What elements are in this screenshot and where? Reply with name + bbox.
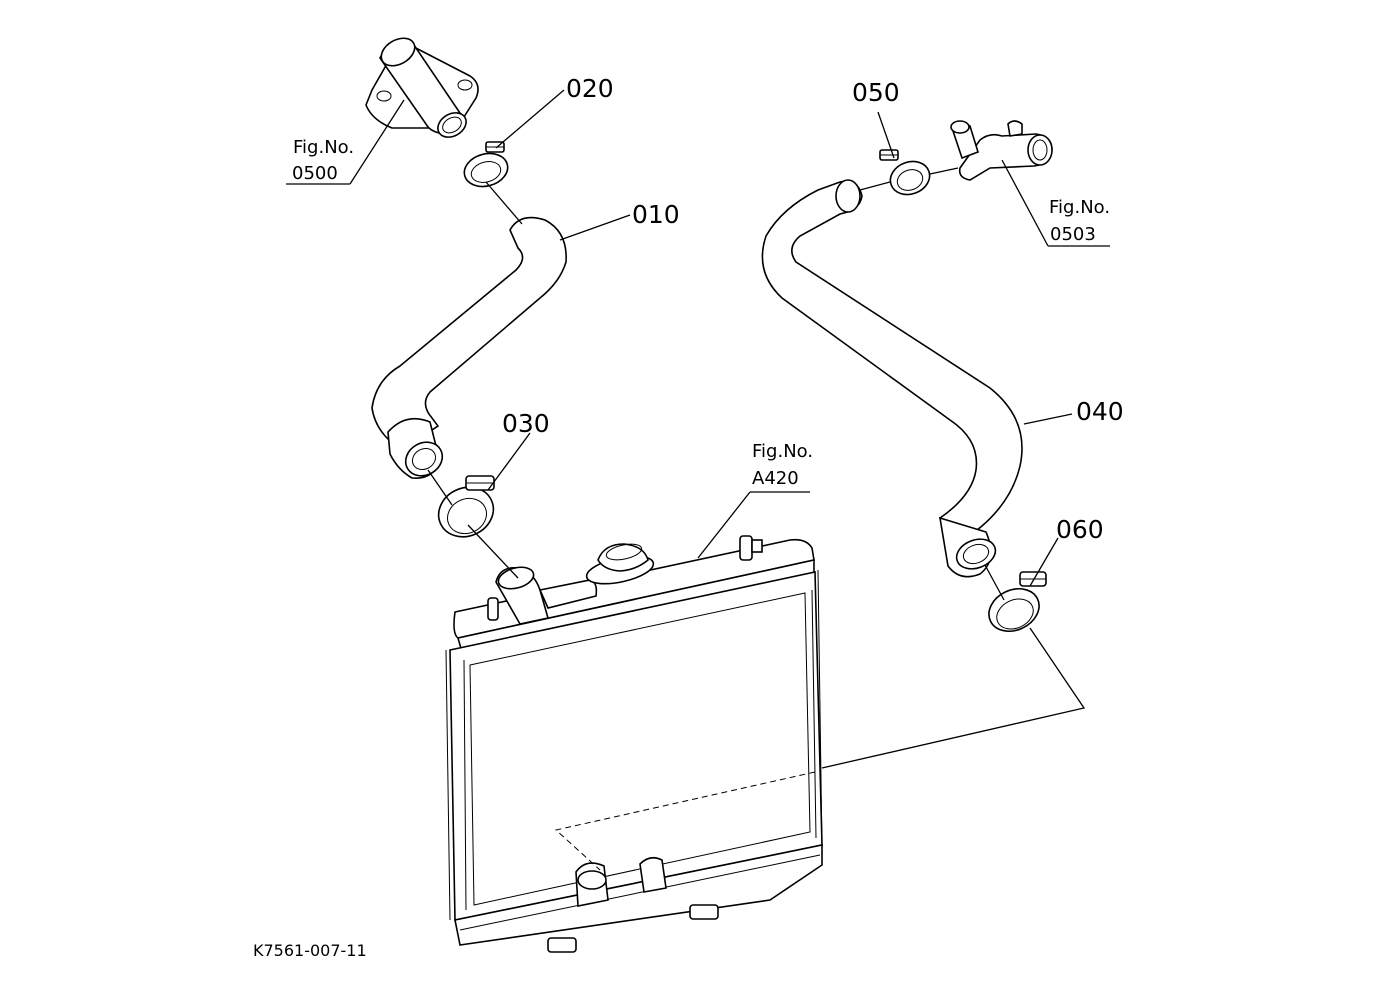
callout-040: 040 xyxy=(1076,397,1124,426)
lower-radiator-hose-040 xyxy=(761,179,1023,578)
fig-ref-A420-label: Fig.No. xyxy=(752,441,813,462)
thermostat-housing xyxy=(365,37,479,138)
hose-clamp-060 xyxy=(988,571,1047,632)
hose-clamp-050 xyxy=(879,149,931,196)
callout-060: 060 xyxy=(1056,515,1104,544)
hose-clamp-030 xyxy=(437,475,495,538)
fig-ref-0503-number: 0503 xyxy=(1050,224,1096,245)
callout-030: 030 xyxy=(502,409,550,438)
fig-ref-A420-number: A420 xyxy=(752,468,799,489)
leader-lines xyxy=(286,89,1110,587)
radiator xyxy=(445,535,823,953)
callout-020: 020 xyxy=(566,74,614,103)
callout-050: 050 xyxy=(852,78,900,107)
diagram-code: K7561-007-11 xyxy=(253,941,367,960)
fig-ref-0500-label: Fig.No. xyxy=(293,137,354,158)
assembly-centerlines xyxy=(427,167,1086,871)
fig-ref-0503-label: Fig.No. xyxy=(1049,197,1110,218)
fig-ref-0500-number: 0500 xyxy=(292,163,338,184)
hose-clamp-020 xyxy=(463,141,509,188)
water-return-pipe xyxy=(950,120,1053,181)
upper-radiator-hose-010 xyxy=(371,216,567,479)
callout-010: 010 xyxy=(632,200,680,229)
